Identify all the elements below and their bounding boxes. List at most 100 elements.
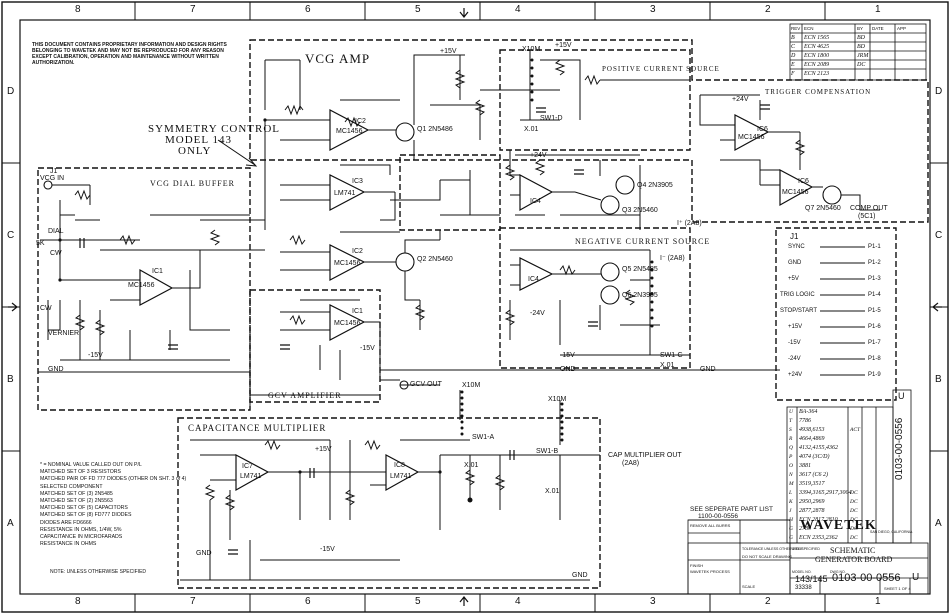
ecn-cell: G: [789, 535, 793, 541]
ic1b-label: IC1: [152, 268, 163, 275]
col-label-top-3: 3: [650, 4, 656, 15]
center-arrow-right: [932, 302, 942, 312]
note-item: CAPACITANCE IN MICROFARADS: [40, 534, 123, 540]
col-label-top-2: 2: [765, 4, 771, 15]
vcg-dial-buffer-block: [37, 167, 251, 411]
row-label-right-c: C: [935, 230, 943, 241]
ic6-label: IC6: [757, 126, 768, 133]
sw1a-label: SW1-A: [472, 434, 495, 441]
x01-cap-b: X.01: [545, 488, 560, 495]
plus15v-cap-mult: +15V: [315, 446, 332, 453]
col-label-bottom-3: 3: [650, 596, 656, 607]
dial-cw-label: CW: [50, 250, 62, 257]
ecn-cell: 7786: [799, 418, 811, 424]
ic8-label: IC8: [394, 462, 405, 469]
gcv-amplifier-title: GCV AMPLIFIER: [268, 391, 342, 400]
x10m-cap-a: X10M: [462, 382, 481, 389]
col-label-bottom-4: 4: [515, 596, 521, 607]
x10m-cap-b: X10M: [548, 396, 567, 403]
col-label-top-8: 8: [75, 4, 81, 15]
x01-top-label: X.01: [524, 126, 539, 133]
switch-contacts: [58, 58, 654, 503]
gnd-mid-label: GND: [700, 366, 716, 373]
j1-pin-number: P1-4: [868, 292, 881, 298]
ecn-cell: DC: [850, 535, 858, 541]
cap-mult-out-label: CAP MULTIPLIER OUT: [608, 452, 682, 459]
ic4b-opamp-symbol: [519, 257, 554, 291]
note-item: MATCHED SET OF (8) FD777 DIODES: [40, 512, 132, 519]
gnd-cap-mult-right: GND: [572, 572, 588, 579]
ic6b-opamp-symbol: [779, 169, 814, 207]
center-arrow-left: [8, 302, 18, 312]
scale-label: SCALE: [742, 584, 756, 589]
ic7-part: LM741: [240, 473, 262, 480]
q3-label: Q3 2N5460: [622, 207, 658, 214]
j1-pin-name: -15V: [788, 340, 801, 346]
ic8-part: LM741: [390, 473, 412, 480]
q1-label: Q1 2N5486: [417, 126, 453, 133]
j1-pin-number: P1-8: [868, 356, 881, 362]
sw1b-label: SW1-B: [536, 448, 559, 455]
ecn-cell: R: [789, 436, 793, 442]
ic4b-label: IC4: [528, 276, 539, 283]
j1-pin-number: P1-3: [868, 276, 881, 282]
q2-transistor: [395, 252, 415, 272]
ecn-cell: DC: [850, 517, 858, 523]
col-label-bottom-2: 2: [765, 596, 771, 607]
dwg-value: 0103-00-0556: [832, 572, 901, 584]
note-item: RESISTANCE IN OHMS: [40, 541, 97, 548]
q1-transistor: [395, 122, 415, 142]
q4-transistor: [615, 175, 635, 195]
dwg-label: DWG NO.: [830, 570, 846, 574]
ecn-cell: 2780: [799, 526, 811, 532]
plus15v-pos-source: +15V: [555, 42, 572, 49]
negative-current-source-block: [499, 227, 691, 369]
dont-scale: DO NOT SCALE DRAWING: [742, 554, 793, 559]
ecn-cell: N: [789, 472, 793, 478]
symmetry-pointer-arrow: [217, 139, 258, 167]
remove-burrs: REMOVE ALL BURRS: [690, 523, 731, 528]
row-label-left-a: A: [7, 518, 14, 529]
col-label-bottom-6: 6: [305, 596, 311, 607]
ic6b-label: IC6: [798, 178, 809, 185]
ic3-opamp-symbol: [329, 174, 366, 211]
rev-table-header: BY: [857, 26, 864, 31]
symmetry-line-2: MODEL 143: [165, 134, 232, 146]
col-label-top-6: 6: [305, 4, 311, 15]
resistors: [74, 59, 806, 511]
rev-table-header: APP: [897, 26, 907, 31]
j1-label: J1: [50, 168, 58, 175]
x01-cap-a: X.01: [464, 462, 479, 469]
j1-pin-name: GND: [788, 260, 802, 266]
j1-pin-number: P1-1: [868, 244, 881, 250]
rev-table-cell: JRM: [857, 53, 869, 59]
positive-current-source-block: [499, 49, 691, 151]
finish-value: WAVETEK PROCESS: [690, 569, 730, 574]
j1-pin-name: +5V: [788, 276, 799, 282]
j1-pin-name: STOP/START: [780, 308, 818, 314]
minus24v-neg-source: -24V: [530, 310, 545, 317]
note-item: MATCHED SET OF 3 RESISTORS: [40, 469, 121, 476]
ecn-cell: ACT: [850, 427, 861, 433]
ecn-cell: ECN 2817,2810: [799, 517, 838, 523]
row-label-left-d: D: [7, 86, 15, 97]
ecn-cell: U: [789, 409, 793, 415]
rev-value: U: [912, 572, 920, 583]
row-label-right-b: B: [935, 374, 942, 385]
rev-table-cell: BD: [857, 35, 865, 41]
rev-table-cell: D: [791, 53, 796, 59]
dial-5k-label: 5K: [36, 240, 45, 247]
finish-label: FINISH: [690, 563, 704, 568]
j1-pin-number: P1-2: [868, 260, 881, 266]
dial-label: DIAL: [48, 228, 64, 235]
parts-list-note-1: SEE SEPERATE PART LIST: [690, 506, 773, 513]
title-line-1: SCHEMATIC: [830, 546, 876, 555]
row-label-left-c: C: [7, 230, 15, 241]
plus24v-pos-source: +24V: [530, 152, 547, 159]
ic3-label: IC3: [352, 178, 363, 185]
ecn-cell: M: [789, 481, 794, 487]
ecn-cell: P: [789, 454, 793, 460]
j1-pin-name: TRIG LOGIC: [780, 292, 815, 298]
gcv-out-label: GCV OUT: [410, 381, 442, 388]
